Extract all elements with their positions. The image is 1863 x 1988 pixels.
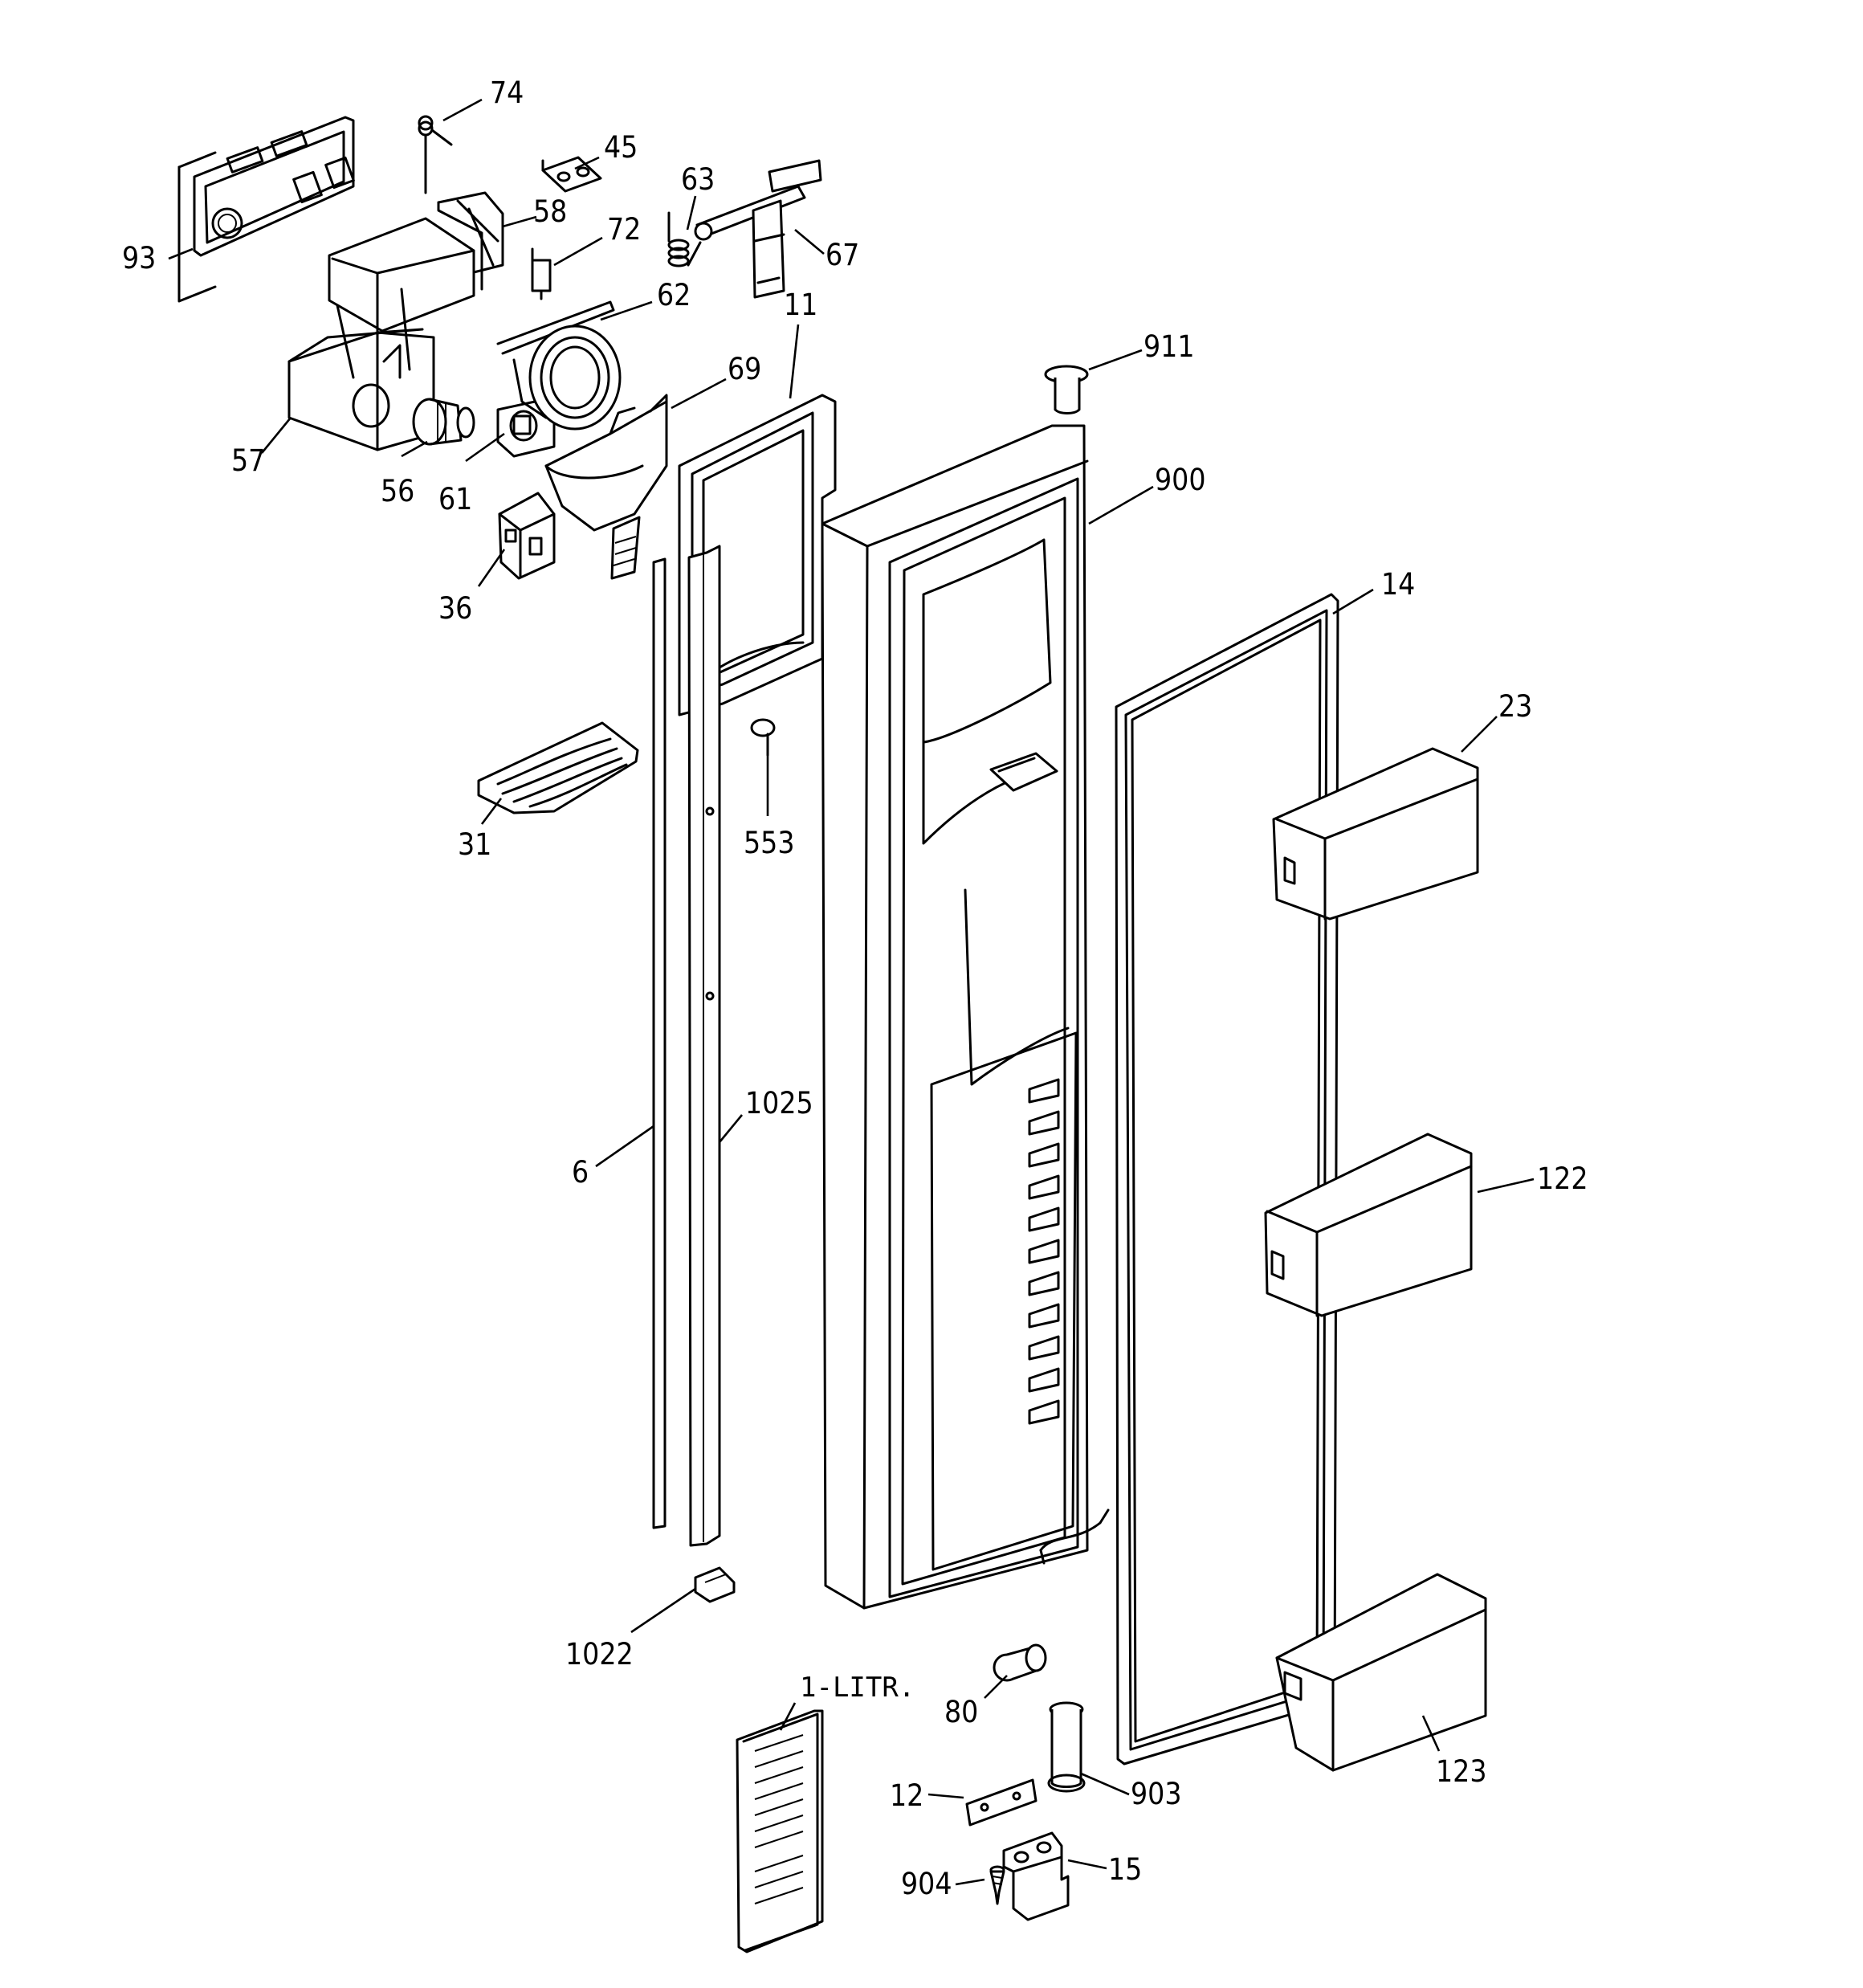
part-23-door-bin bbox=[1272, 747, 1479, 921]
callout-904: 904 bbox=[901, 1867, 952, 1901]
part-45-bracket bbox=[541, 156, 602, 193]
callout-123: 123 bbox=[1436, 1754, 1487, 1789]
part-15-hinge bbox=[1002, 1831, 1070, 1921]
part-63-spring bbox=[667, 211, 702, 267]
part-93-control-panel bbox=[177, 116, 355, 303]
callout-63: 63 bbox=[681, 162, 715, 197]
callout-911: 911 bbox=[1143, 329, 1195, 364]
part-6-channel bbox=[652, 557, 667, 1529]
callout-15: 15 bbox=[1108, 1852, 1142, 1887]
part-14-door-gasket bbox=[1115, 593, 1339, 1766]
callout-45: 45 bbox=[604, 130, 638, 165]
part-911-cap bbox=[1044, 365, 1089, 414]
callout-1025: 1025 bbox=[745, 1086, 813, 1121]
callout-1022: 1022 bbox=[565, 1637, 634, 1672]
callout-36: 36 bbox=[438, 591, 472, 626]
part-67-lever bbox=[694, 159, 822, 299]
callout-1-litr: 1-LITR. bbox=[800, 1672, 915, 1704]
part-80-plug bbox=[993, 1643, 1047, 1682]
callout-900: 900 bbox=[1155, 463, 1206, 497]
callout-31: 31 bbox=[458, 827, 491, 862]
callout-57: 57 bbox=[231, 443, 265, 478]
part-1022-clip bbox=[694, 1566, 736, 1603]
part-31-drip-grille bbox=[477, 721, 639, 814]
callout-56: 56 bbox=[381, 474, 414, 508]
callout-11: 11 bbox=[784, 288, 817, 322]
part-72-switch bbox=[531, 247, 552, 300]
callout-12: 12 bbox=[890, 1778, 923, 1813]
part-123-door-bin bbox=[1275, 1573, 1487, 1772]
part-553-screw bbox=[750, 718, 776, 757]
part-1025-trim-strip bbox=[687, 545, 721, 1547]
leader-lines bbox=[168, 98, 1535, 1886]
callout-labels: 74 45 58 63 72 67 93 62 11 911 69 57 56 … bbox=[122, 76, 1588, 1901]
part-56-motor-coupling bbox=[412, 398, 475, 446]
callout-62: 62 bbox=[657, 278, 691, 312]
part-57-auger-motor bbox=[287, 217, 475, 451]
callout-69: 69 bbox=[728, 352, 761, 386]
part-74-spring bbox=[418, 115, 453, 194]
door-rack-slots bbox=[1028, 1078, 1060, 1425]
callout-74: 74 bbox=[490, 76, 524, 110]
part-12-shim bbox=[965, 1778, 1037, 1827]
callout-93: 93 bbox=[122, 241, 156, 276]
part-61-auger-drive bbox=[496, 400, 556, 458]
callout-553: 553 bbox=[744, 826, 795, 860]
part-36-actuator bbox=[498, 492, 556, 580]
part-62-chute-ring bbox=[496, 300, 622, 431]
part-58-motor-bracket bbox=[437, 191, 504, 291]
callout-72: 72 bbox=[607, 212, 641, 247]
callout-122: 122 bbox=[1537, 1161, 1588, 1196]
callout-23: 23 bbox=[1498, 689, 1532, 724]
part-69-funnel bbox=[544, 394, 668, 580]
callout-61: 61 bbox=[438, 482, 472, 516]
callout-67: 67 bbox=[826, 238, 859, 272]
part-903-hinge-pin bbox=[1047, 1701, 1086, 1793]
callout-903: 903 bbox=[1131, 1777, 1182, 1811]
part-1-litr-literature bbox=[736, 1709, 824, 1953]
callout-6: 6 bbox=[572, 1155, 589, 1190]
part-904-screw bbox=[989, 1865, 1005, 1905]
literature-text-lines bbox=[754, 1734, 804, 1904]
callout-80: 80 bbox=[944, 1695, 978, 1729]
callout-58: 58 bbox=[533, 194, 567, 229]
callout-14: 14 bbox=[1381, 567, 1415, 602]
part-900-door-assembly bbox=[821, 424, 1110, 1610]
part-122-door-bin bbox=[1264, 1133, 1473, 1317]
